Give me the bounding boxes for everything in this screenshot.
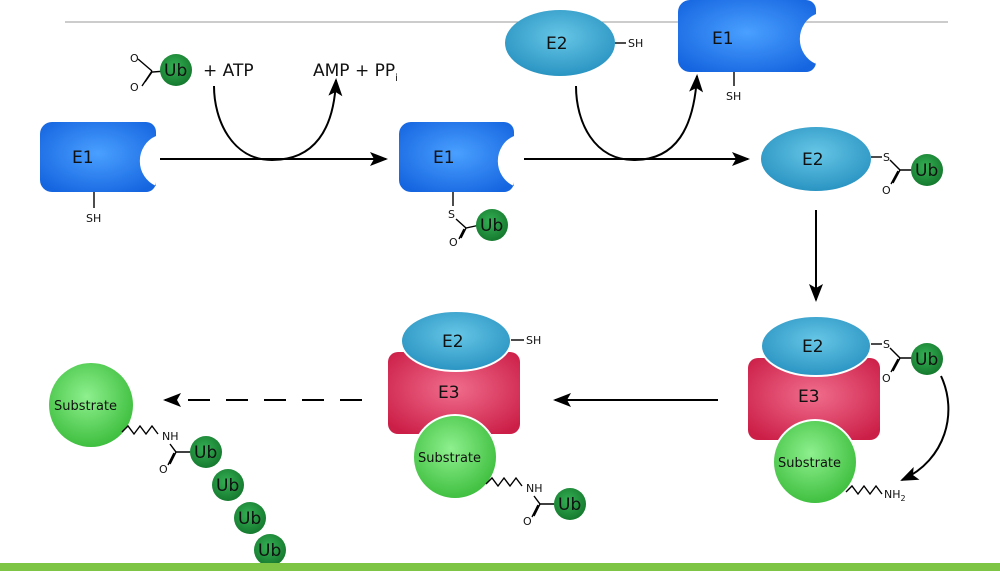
svg-text:Substrate: Substrate bbox=[418, 451, 481, 466]
svg-text:E3: E3 bbox=[438, 383, 460, 403]
svg-text:O: O bbox=[130, 81, 139, 94]
svg-text:E2: E2 bbox=[802, 337, 824, 357]
e1-shape bbox=[40, 122, 156, 192]
sh-label: SH bbox=[86, 212, 101, 225]
svg-text:O: O bbox=[130, 52, 139, 65]
svg-text:Ub: Ub bbox=[258, 541, 281, 561]
svg-text:S: S bbox=[883, 338, 890, 351]
curved-arrow-e2 bbox=[575, 74, 704, 162]
svg-text:E3: E3 bbox=[798, 387, 820, 407]
svg-text:E1: E1 bbox=[433, 148, 455, 168]
svg-text:Ub: Ub bbox=[194, 443, 217, 463]
svg-text:NH: NH bbox=[162, 430, 179, 443]
svg-text:SH: SH bbox=[526, 334, 541, 347]
svg-text:O: O bbox=[882, 184, 891, 197]
polyubiquitinated-substrate: Substrate NH O Ub Ub Ub Ub bbox=[49, 363, 286, 566]
svg-text:SH: SH bbox=[628, 37, 643, 50]
amp-ppi-label: AMP + PPi bbox=[313, 61, 398, 84]
svg-text:S: S bbox=[448, 208, 455, 221]
svg-text:Substrate: Substrate bbox=[778, 456, 841, 471]
plus-atp-label: + ATP bbox=[203, 61, 254, 81]
e1-ub-complex: E1 S O Ub bbox=[399, 122, 514, 249]
e1-released: E1 SH bbox=[678, 0, 816, 103]
curved-arrow-atp bbox=[213, 78, 343, 162]
svg-text:Ub: Ub bbox=[915, 161, 938, 181]
svg-text:Ub: Ub bbox=[915, 350, 938, 370]
svg-text:E1: E1 bbox=[712, 29, 734, 49]
svg-text:Ub: Ub bbox=[216, 476, 239, 496]
e2-free: E2 SH bbox=[505, 10, 643, 76]
ub-label: Ub bbox=[164, 61, 187, 81]
bottom-bar bbox=[0, 563, 1000, 571]
svg-text:Substrate: Substrate bbox=[54, 399, 117, 414]
e1-label: E1 bbox=[72, 148, 94, 168]
svg-text:Ub: Ub bbox=[238, 509, 261, 529]
ub-atp: O O Ub + ATP bbox=[130, 52, 254, 94]
e3-complex-right: E3 E2 S O Ub Substrate NH2 bbox=[748, 315, 950, 505]
svg-text:E2: E2 bbox=[442, 332, 464, 352]
svg-text:O: O bbox=[159, 463, 168, 476]
svg-text:E2: E2 bbox=[802, 150, 824, 170]
svg-text:E2: E2 bbox=[546, 34, 568, 54]
svg-text:NH2: NH2 bbox=[884, 488, 906, 503]
e2-ub-complex: E2 S O Ub bbox=[761, 127, 943, 197]
svg-text:O: O bbox=[882, 372, 891, 385]
svg-text:Ub: Ub bbox=[558, 495, 581, 515]
ub-circle bbox=[160, 54, 192, 86]
svg-text:S: S bbox=[883, 151, 890, 164]
svg-text:O: O bbox=[523, 515, 532, 528]
svg-text:SH: SH bbox=[726, 90, 741, 103]
e1-free: E1 SH bbox=[40, 122, 156, 225]
svg-text:O: O bbox=[449, 236, 458, 249]
svg-text:NH: NH bbox=[526, 482, 543, 495]
e3-complex-middle: E3 E2 SH Substrate NH O Ub bbox=[388, 310, 586, 528]
svg-text:Ub: Ub bbox=[480, 216, 503, 236]
